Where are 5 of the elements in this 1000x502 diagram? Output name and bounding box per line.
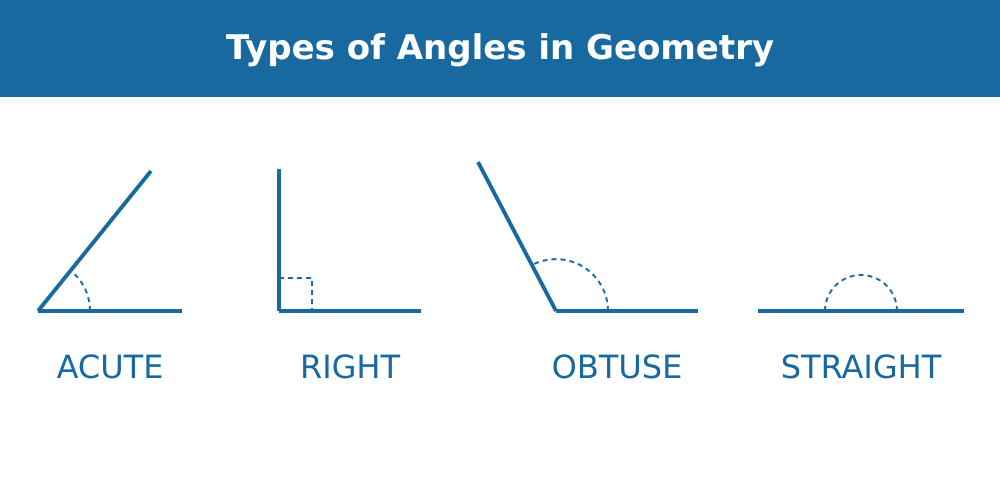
angle-name: ACUTE: [56, 347, 164, 388]
title: Types of Angles in Geometry: [224, 27, 776, 70]
angle-name: STRAIGHT: [780, 347, 942, 388]
angle-name: OBTUSE: [552, 347, 682, 388]
angle-name: RIGHT: [300, 347, 400, 388]
